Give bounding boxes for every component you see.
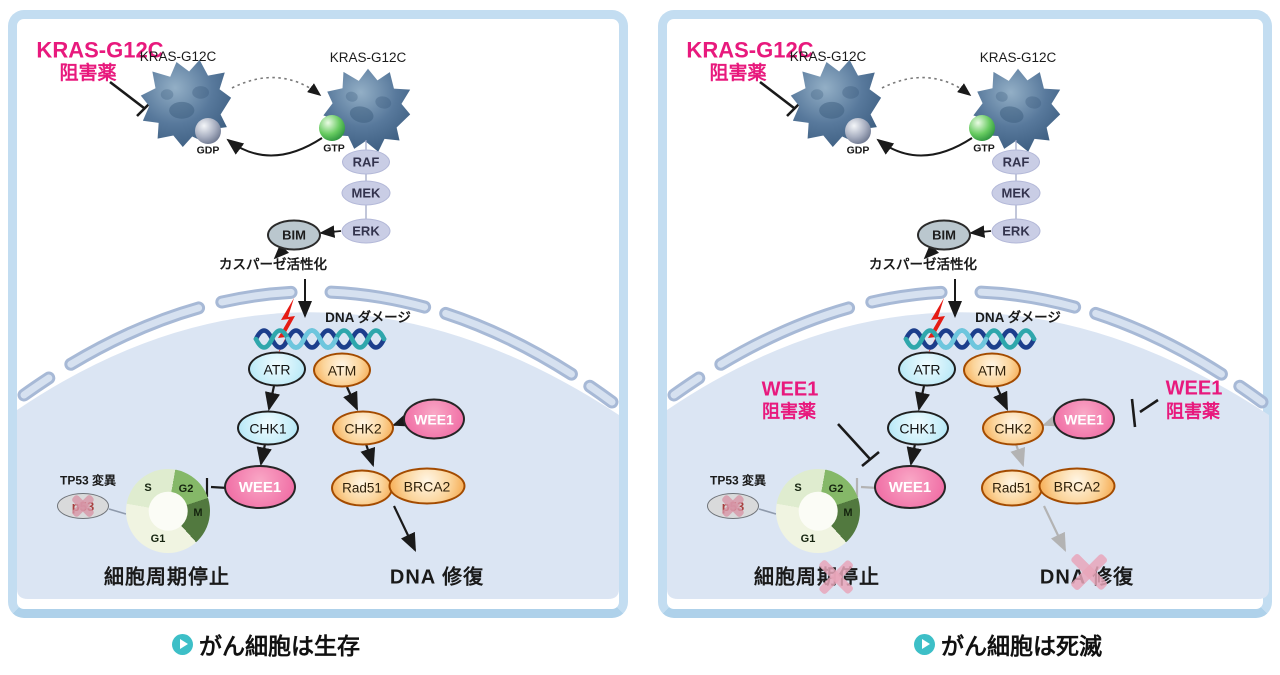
wee1-inhibitor-left-tbar xyxy=(837,423,880,468)
cell-cycle-wheel-r xyxy=(776,469,860,553)
gtp-label-r: GTP xyxy=(973,142,995,155)
kras-inhibitor-label-line1: KRAS-G12C xyxy=(36,37,164,63)
raf-node: RAF xyxy=(342,149,390,175)
rad51-node: Rad51 xyxy=(331,469,393,507)
wee1-inhibitor-left-line2: 阻害薬 xyxy=(762,401,816,422)
rad51-to-repair-arrow xyxy=(393,505,416,552)
kras-inhibitor-label-line2-r: 阻害薬 xyxy=(709,63,767,85)
chk2-to-rad51-arrow-inactive xyxy=(1010,443,1026,468)
caspase-label-r: カスパーゼ活性化 xyxy=(869,256,977,272)
atm-node-r: ATM xyxy=(963,352,1021,388)
gdp-label: GDP xyxy=(196,144,220,157)
caption-right: がん細胞は死滅 xyxy=(914,627,1102,661)
cycle-g2-label: G2 xyxy=(178,483,194,495)
wee1-inhibitor-right-tbar xyxy=(1130,398,1159,428)
left-panel-base xyxy=(17,59,619,599)
wee1-node-g2-r: WEE1 xyxy=(874,465,946,509)
cell-cycle-wheel-hole-r xyxy=(798,491,838,531)
brca2-node: BRCA2 xyxy=(388,467,466,505)
caption-left-text: がん細胞は生存 xyxy=(199,633,360,659)
cell-cycle-arrest-label: 細胞周期停止 xyxy=(104,566,230,589)
chk2-node-r: CHK2 xyxy=(982,410,1044,446)
chk2-to-rad51-arrow xyxy=(360,443,376,468)
p53-x-mark-r xyxy=(716,493,750,519)
brca2-node-r: BRCA2 xyxy=(1038,467,1116,505)
cycle-g1-label: G1 xyxy=(150,533,166,545)
bim-node-r: BIM xyxy=(917,219,971,251)
caspase-label: カスパーゼ活性化 xyxy=(219,256,327,272)
kras-gtp-title: KRAS-G12C xyxy=(329,49,407,65)
gdp-label-r: GDP xyxy=(846,144,870,157)
kras-gtp-title-r: KRAS-G12C xyxy=(979,49,1057,65)
erk-node: ERK xyxy=(341,218,391,244)
mek-node: MEK xyxy=(341,180,391,206)
cell-cycle-arrest-label-r: 細胞周期停止 xyxy=(754,566,880,589)
cycle-m-label: M xyxy=(193,507,203,519)
kras-gdp-title-r: KRAS-G12C xyxy=(789,48,867,64)
cycle-g1-label-r: G1 xyxy=(800,533,816,545)
caption-right-text: がん細胞は死滅 xyxy=(941,633,1102,659)
wee1-inhibitor-right-line2: 阻害薬 xyxy=(1166,401,1220,422)
mek-node-r: MEK xyxy=(991,180,1041,206)
wee1-node-chk2: WEE1 xyxy=(403,398,465,440)
dna-damage-label-r: DNA ダメージ xyxy=(975,309,1061,325)
kras-gdp-title: KRAS-G12C xyxy=(139,48,217,64)
p53-x-mark xyxy=(66,493,100,519)
erk-node-r: ERK xyxy=(991,218,1041,244)
tp53-mutation-label-r: TP53 変異 xyxy=(709,473,767,488)
dna-repair-x-mark xyxy=(1069,550,1109,594)
rad51-node-r: Rad51 xyxy=(981,469,1043,507)
cell-cycle-wheel xyxy=(126,469,210,553)
play-bullet-icon-r xyxy=(914,633,935,655)
bim-node: BIM xyxy=(267,219,321,251)
wee1-node-chk2-r: WEE1 xyxy=(1053,398,1115,440)
cycle-s-label: S xyxy=(144,482,152,494)
cell-cycle-arrest-x-mark xyxy=(818,556,854,598)
wee1-inhibitor-right-line1: WEE1 xyxy=(1165,377,1223,400)
chk1-node: CHK1 xyxy=(237,410,299,446)
wee1-node-g2: WEE1 xyxy=(224,465,296,509)
play-bullet-icon xyxy=(172,633,193,655)
rad51-to-repair-arrow-inactive xyxy=(1043,505,1066,552)
dna-repair-label: DNA 修復 xyxy=(389,566,485,589)
right-panel-base xyxy=(667,59,1269,599)
cycle-s-label-r: S xyxy=(794,482,802,494)
raf-node-r: RAF xyxy=(992,149,1040,175)
gtp-label: GTP xyxy=(323,142,345,155)
cycle-g2-label-r: G2 xyxy=(828,483,844,495)
kras-inhibitor-label-line1-r: KRAS-G12C xyxy=(686,37,814,63)
atm-node: ATM xyxy=(313,352,371,388)
wee1-inhibitor-left-line1: WEE1 xyxy=(761,378,819,401)
cell-cycle-wheel-hole xyxy=(148,491,188,531)
dna-damage-label: DNA ダメージ xyxy=(325,309,411,325)
kras-inhibitor-label-line2: 阻害薬 xyxy=(59,63,117,85)
chk2-node: CHK2 xyxy=(332,410,394,446)
atr-node-r: ATR xyxy=(898,351,956,387)
atr-node: ATR xyxy=(248,351,306,387)
tp53-mutation-label: TP53 変異 xyxy=(59,473,117,488)
cycle-m-label-r: M xyxy=(843,507,853,519)
caption-left: がん細胞は生存 xyxy=(172,627,360,661)
chk1-node-r: CHK1 xyxy=(887,410,949,446)
